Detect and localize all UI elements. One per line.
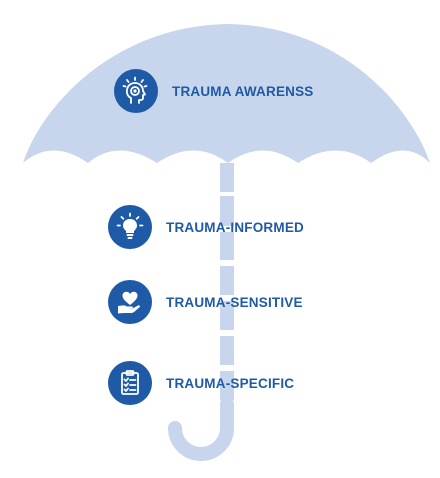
item-trauma-sensitive: TRAUMA-SENSITIVE [108, 280, 303, 324]
item-trauma-awareness: TRAUMA AWARENSS [114, 69, 314, 113]
item-label-trauma-awareness: TRAUMA AWARENSS [172, 83, 314, 99]
umbrella-canopy [23, 24, 430, 163]
clipboard-checklist-icon [108, 361, 152, 405]
lightbulb-icon [108, 205, 152, 249]
item-trauma-specific: TRAUMA-SPECIFIC [108, 361, 294, 405]
umbrella-handle [168, 397, 234, 461]
heart-hand-icon [108, 280, 152, 324]
item-label-trauma-informed: TRAUMA-INFORMED [166, 219, 304, 235]
item-trauma-informed: TRAUMA-INFORMED [108, 205, 304, 249]
item-label-trauma-specific: TRAUMA-SPECIFIC [166, 375, 295, 391]
head-target-icon [114, 69, 158, 113]
item-label-trauma-sensitive: TRAUMA-SENSITIVE [166, 294, 303, 310]
umbrella-shaft [220, 163, 234, 400]
